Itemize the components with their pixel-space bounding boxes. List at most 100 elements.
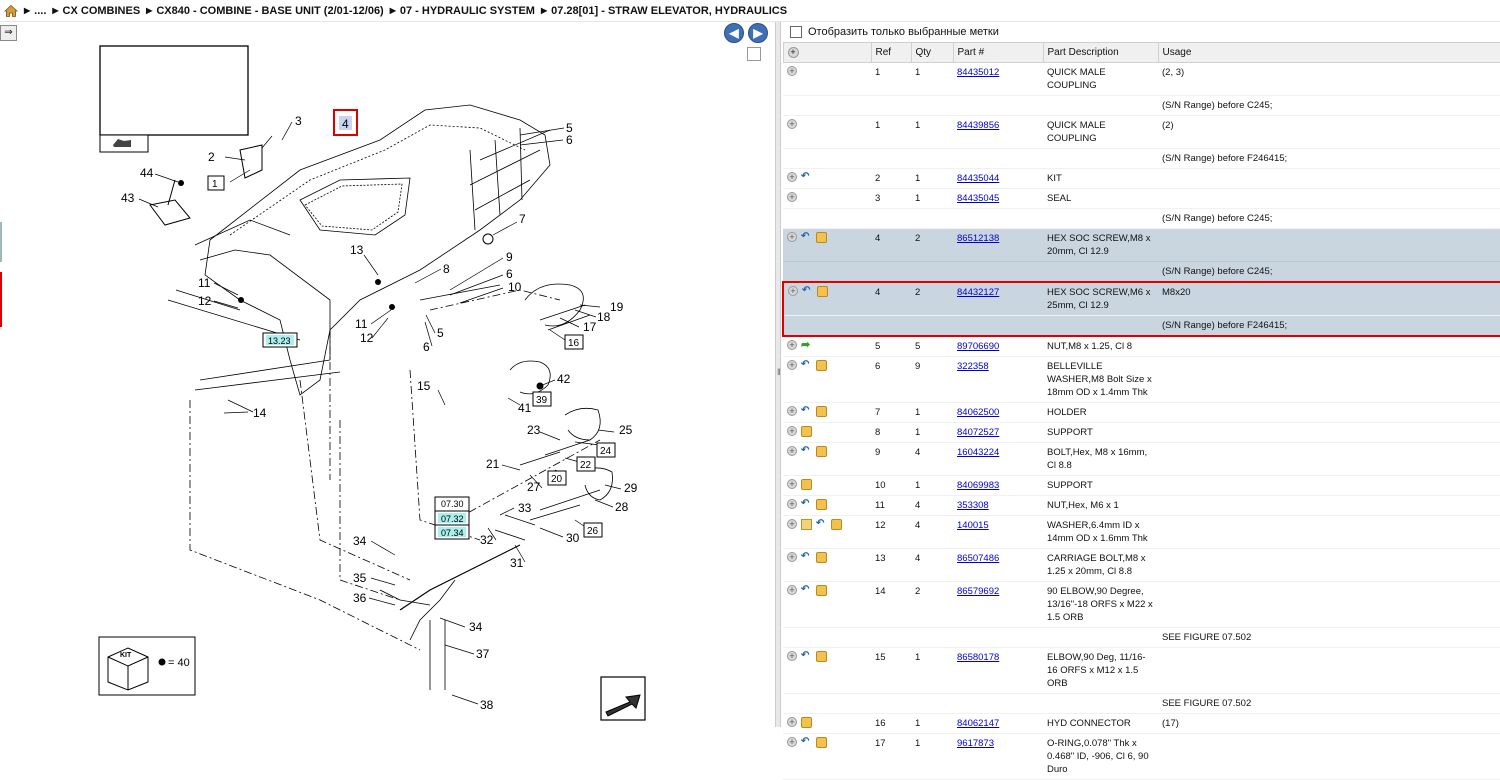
breadcrumb-item[interactable]: ▶CX COMBINES bbox=[52, 4, 141, 17]
show-selected-only-checkbox[interactable] bbox=[790, 26, 802, 38]
back-reference-icon[interactable]: ↶ bbox=[801, 551, 810, 562]
part-number-link[interactable]: 84435012 bbox=[957, 67, 1000, 78]
add-to-cart-icon[interactable]: + bbox=[787, 519, 797, 529]
table-row-usage-note[interactable]: (S/N Range) before C245; bbox=[783, 95, 1500, 116]
package-icon[interactable] bbox=[816, 406, 827, 417]
package-icon[interactable] bbox=[816, 585, 827, 596]
package-icon[interactable] bbox=[817, 286, 828, 297]
part-number-link[interactable]: 84062147 bbox=[957, 718, 1000, 729]
figure-ref-07-32[interactable]: 07.32 bbox=[434, 510, 470, 526]
add-to-cart-icon[interactable]: + bbox=[787, 172, 797, 182]
table-row-usage-note[interactable]: (S/N Range) before F246415; bbox=[782, 315, 1500, 337]
callout-box-20[interactable]: 20 bbox=[547, 470, 567, 486]
note-icon[interactable] bbox=[801, 519, 812, 530]
part-number-link[interactable]: 86579692 bbox=[957, 586, 1000, 597]
package-icon[interactable] bbox=[816, 499, 827, 510]
part-number-link[interactable]: 84432127 bbox=[957, 287, 1000, 298]
back-reference-icon[interactable]: ↶ bbox=[801, 445, 810, 456]
back-reference-icon[interactable]: ↶ bbox=[801, 584, 810, 595]
add-to-cart-icon[interactable]: + bbox=[787, 717, 797, 727]
table-row-usage-note[interactable]: SEE FIGURE 07.502 bbox=[783, 627, 1500, 648]
add-to-cart-icon[interactable]: + bbox=[787, 232, 797, 242]
package-icon[interactable] bbox=[801, 479, 812, 490]
forward-reference-icon[interactable]: ➦ bbox=[801, 339, 811, 351]
back-reference-icon[interactable]: ↶ bbox=[801, 736, 810, 747]
callout-box-26[interactable]: 26 bbox=[583, 522, 603, 538]
back-reference-icon[interactable]: ↶ bbox=[802, 285, 811, 296]
header-ref[interactable]: Ref bbox=[870, 42, 912, 63]
breadcrumb-item[interactable]: ▶CX840 - COMBINE - BASE UNIT (2/01-12/06… bbox=[146, 4, 384, 17]
package-icon[interactable] bbox=[801, 717, 812, 728]
add-to-cart-icon[interactable]: + bbox=[787, 340, 797, 350]
back-reference-icon[interactable]: ↶ bbox=[801, 231, 810, 242]
part-number-link[interactable]: 84435044 bbox=[957, 173, 1000, 184]
add-to-cart-icon[interactable]: + bbox=[787, 737, 797, 747]
part-number-link[interactable]: 353308 bbox=[957, 500, 989, 511]
home-icon[interactable] bbox=[4, 4, 18, 18]
callout-box-22[interactable]: 22 bbox=[576, 456, 596, 472]
add-to-cart-icon[interactable]: + bbox=[787, 446, 797, 456]
collapse-panel-button[interactable]: ⇒ bbox=[0, 25, 17, 41]
prev-figure-button[interactable]: ◀ bbox=[724, 23, 744, 43]
thumbnail-box[interactable] bbox=[99, 45, 249, 153]
add-to-cart-icon[interactable]: + bbox=[787, 66, 797, 76]
add-to-cart-icon[interactable]: + bbox=[787, 360, 797, 370]
breadcrumb-item[interactable]: ▶07 - HYDRAULIC SYSTEM bbox=[389, 4, 535, 17]
figure-ref-07-30[interactable]: 07.30 bbox=[434, 496, 470, 512]
part-number-link[interactable]: 84069983 bbox=[957, 480, 1000, 491]
add-to-cart-icon[interactable]: + bbox=[787, 192, 797, 202]
package-icon[interactable] bbox=[816, 651, 827, 662]
package-icon[interactable] bbox=[831, 519, 842, 530]
add-to-cart-icon[interactable]: + bbox=[787, 119, 797, 129]
add-to-cart-icon[interactable]: + bbox=[787, 499, 797, 509]
callout-box-39[interactable]: 39 bbox=[532, 391, 552, 407]
add-to-cart-icon[interactable]: + bbox=[787, 585, 797, 595]
part-number-link[interactable]: 322358 bbox=[957, 361, 989, 372]
part-number-link[interactable]: 84062500 bbox=[957, 407, 1000, 418]
table-row-usage-note[interactable]: (S/N Range) before C245; bbox=[783, 208, 1500, 229]
callout-box-1[interactable]: 1 bbox=[207, 175, 225, 191]
part-number-link[interactable]: 84435045 bbox=[957, 193, 1000, 204]
package-icon[interactable] bbox=[816, 232, 827, 243]
figure-ref-07-34[interactable]: 07.34 bbox=[434, 524, 470, 540]
breadcrumb-item[interactable]: ▶07.28[01] - STRAW ELEVATOR, HYDRAULICS bbox=[540, 4, 788, 17]
part-number-link[interactable]: 140015 bbox=[957, 520, 989, 531]
header-part-number[interactable]: Part # bbox=[952, 42, 1044, 63]
back-reference-icon[interactable]: ↶ bbox=[801, 171, 810, 182]
add-to-cart-icon[interactable]: + bbox=[787, 406, 797, 416]
figure-ref-13-23[interactable]: 13.23 bbox=[262, 332, 298, 348]
back-reference-icon[interactable]: ↶ bbox=[816, 518, 825, 529]
header-part-description[interactable]: Part Description bbox=[1042, 42, 1159, 63]
header-usage[interactable]: Usage bbox=[1157, 42, 1500, 63]
add-to-cart-icon[interactable]: + bbox=[787, 479, 797, 489]
back-reference-icon[interactable]: ↶ bbox=[801, 498, 810, 509]
part-number-link[interactable]: 84072527 bbox=[957, 427, 1000, 438]
callout-box-16[interactable]: 16 bbox=[564, 334, 584, 350]
part-number-link[interactable]: 86507486 bbox=[957, 553, 1000, 564]
add-to-cart-icon[interactable]: + bbox=[787, 426, 797, 436]
part-number-link[interactable]: 86512138 bbox=[957, 233, 1000, 244]
part-number-link[interactable]: 16043224 bbox=[957, 447, 1000, 458]
table-row-usage-note[interactable]: (S/N Range) before F246415; bbox=[783, 148, 1500, 169]
add-to-cart-icon[interactable]: + bbox=[787, 651, 797, 661]
part-number-link[interactable]: 9617873 bbox=[957, 738, 994, 749]
callout-4-selected[interactable]: 4 bbox=[333, 109, 358, 136]
table-row-usage-note[interactable]: SEE FIGURE 07.502 bbox=[783, 693, 1500, 714]
package-icon[interactable] bbox=[816, 360, 827, 371]
package-icon[interactable] bbox=[816, 446, 827, 457]
breadcrumb-item[interactable]: ▶.... bbox=[24, 4, 47, 17]
